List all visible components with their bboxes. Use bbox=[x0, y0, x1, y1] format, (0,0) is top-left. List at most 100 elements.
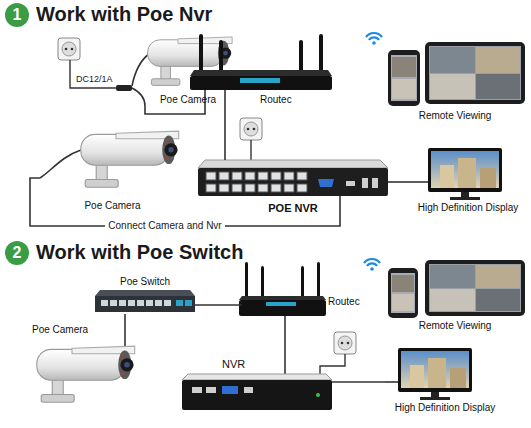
bullet-camera bbox=[37, 346, 135, 402]
cable-stub bbox=[238, 305, 285, 320]
cable-stub bbox=[410, 181, 428, 183]
status-led bbox=[316, 393, 320, 397]
monitor-base bbox=[420, 397, 450, 400]
router-device: Routec bbox=[238, 260, 362, 320]
router-top bbox=[190, 70, 332, 76]
display-device: High Definition Display bbox=[385, 346, 505, 414]
camera-feed bbox=[430, 74, 475, 99]
phone-screen bbox=[391, 55, 417, 101]
display-device: High Definition Display bbox=[410, 146, 526, 214]
camera-feed bbox=[392, 79, 416, 99]
wall-socket bbox=[240, 118, 262, 140]
nvr-illustration bbox=[182, 374, 332, 410]
switch-ports bbox=[101, 300, 171, 306]
power-spec-label: DC12/1A bbox=[76, 74, 113, 85]
antenna bbox=[245, 262, 248, 298]
camera-cable bbox=[132, 54, 149, 86]
network-cable bbox=[284, 320, 286, 358]
network-cable bbox=[124, 314, 126, 322]
nvr-top bbox=[198, 160, 388, 168]
camera-cable bbox=[132, 88, 145, 106]
nvr-front bbox=[182, 380, 332, 410]
antenna bbox=[261, 266, 264, 298]
cable-stub bbox=[339, 196, 341, 218]
device-label: Poe Camera bbox=[32, 324, 88, 336]
switch-front bbox=[95, 296, 195, 312]
poe-switch-device: Poe Switch bbox=[95, 276, 195, 314]
phone bbox=[388, 268, 418, 318]
switch-illustration bbox=[95, 290, 195, 312]
router-body bbox=[239, 300, 326, 316]
device-label: Poe Camera bbox=[160, 94, 216, 106]
camera-cable bbox=[40, 150, 81, 178]
power-cable bbox=[250, 140, 251, 160]
camera-feed bbox=[476, 74, 520, 99]
monitor-frame bbox=[428, 148, 502, 192]
screen-building bbox=[440, 165, 454, 188]
antenna bbox=[319, 34, 323, 72]
camera-feed bbox=[430, 289, 475, 311]
cable-stub bbox=[385, 381, 398, 383]
camera-device: Poe Camera bbox=[138, 34, 238, 106]
monitor-stand bbox=[431, 392, 439, 397]
hdmi-port bbox=[244, 387, 253, 393]
monitor-illustration bbox=[428, 148, 502, 200]
hdmi-port bbox=[346, 181, 355, 186]
network-cable bbox=[30, 178, 340, 226]
nvr-device: POE NVR bbox=[198, 160, 388, 218]
remote-devices bbox=[388, 260, 525, 318]
antenna bbox=[301, 266, 304, 298]
vga-port bbox=[222, 386, 238, 394]
cable-stub bbox=[124, 322, 126, 350]
network-cable bbox=[195, 304, 238, 306]
wifi-icon bbox=[364, 259, 380, 271]
remote-viewing-devices: Remote Viewing bbox=[383, 40, 527, 124]
remote-devices bbox=[388, 42, 525, 106]
camera-device: Poe Camera bbox=[40, 128, 185, 212]
monitor-base bbox=[450, 197, 480, 200]
camera-feed bbox=[392, 294, 414, 311]
device-label: Poe Camera bbox=[84, 200, 140, 212]
antenna bbox=[219, 40, 223, 72]
antenna bbox=[317, 262, 320, 298]
uplink-port bbox=[176, 300, 183, 306]
remote-viewing-devices: Remote Viewing bbox=[383, 258, 527, 334]
step-number: 1 bbox=[13, 5, 22, 24]
router-illustration bbox=[239, 262, 326, 316]
camera-feed bbox=[392, 275, 414, 292]
camera-device: Poe Camera bbox=[22, 322, 138, 422]
tablet bbox=[425, 260, 525, 316]
section-heading: Work with Poe Nvr bbox=[36, 2, 212, 26]
camera-feed bbox=[476, 265, 520, 288]
wall-socket bbox=[58, 38, 80, 60]
network-cable bbox=[388, 181, 410, 183]
uplink-port bbox=[185, 300, 192, 306]
camera-feed bbox=[476, 289, 520, 311]
router-ports bbox=[240, 78, 280, 83]
router-ports bbox=[266, 302, 296, 306]
device-label: POE NVR bbox=[268, 202, 318, 215]
camera-feed bbox=[430, 47, 475, 73]
device-label: Poe Switch bbox=[120, 276, 170, 288]
router-body bbox=[190, 76, 332, 90]
tablet bbox=[425, 42, 525, 104]
monitor-frame bbox=[398, 348, 472, 392]
network-cable bbox=[145, 106, 205, 114]
step-circle: 2 bbox=[5, 241, 29, 265]
bullet-camera bbox=[81, 131, 179, 187]
monitor-screen bbox=[431, 151, 499, 188]
tablet-screen bbox=[429, 264, 521, 312]
monitor-illustration bbox=[398, 348, 472, 400]
tablet-screen bbox=[429, 46, 521, 100]
device-label: Remote Viewing bbox=[419, 320, 492, 332]
router-top bbox=[239, 296, 326, 300]
screen-building bbox=[410, 365, 424, 388]
camera-feed bbox=[476, 47, 520, 73]
camera-feed bbox=[430, 265, 475, 288]
usb-port bbox=[372, 178, 378, 188]
switch-top bbox=[95, 290, 195, 296]
nvr-illustration bbox=[198, 160, 388, 196]
device-label: Routec bbox=[260, 94, 292, 106]
screen-building bbox=[458, 158, 476, 188]
